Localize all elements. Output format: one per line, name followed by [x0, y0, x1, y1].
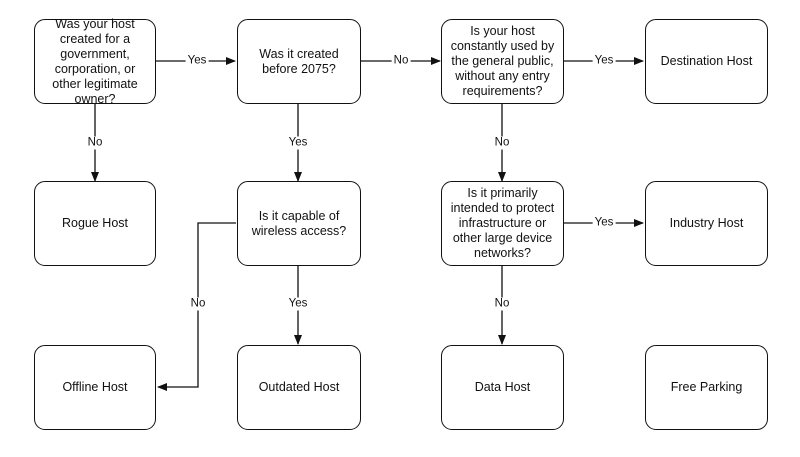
result-data-host: Data Host — [441, 345, 564, 430]
decision-protect: Is it primarily intended to protect infr… — [441, 181, 564, 266]
result-offline-host: Offline Host — [34, 345, 156, 430]
decision-owner: Was your host created for a government, … — [34, 16, 156, 106]
decision-public-text: Is your host constantly used by the gene… — [450, 24, 555, 98]
decision-wireless-text: Is it capable of wireless access? — [251, 208, 347, 238]
edge-label-protect-yes: Yes — [592, 216, 616, 230]
result-rogue-host-text: Rogue Host — [61, 216, 128, 230]
decision-owner-text: Was your host created for a government, … — [52, 16, 138, 106]
result-data-host-text: Data Host — [474, 380, 531, 394]
edge-label-protect-no: No — [492, 297, 512, 311]
result-offline-host-text: Offline Host — [62, 380, 128, 394]
edge-label-wireless-no: No — [188, 297, 208, 311]
decision-public: Is your host constantly used by the gene… — [441, 19, 564, 104]
result-industry-host-text: Industry Host — [669, 216, 744, 230]
result-rogue-host: Rogue Host — [34, 181, 156, 266]
result-destination-host: Destination Host — [645, 19, 768, 104]
result-industry-host: Industry Host — [645, 181, 768, 266]
result-outdated-host-text: Outdated Host — [258, 380, 340, 394]
decision-protect-text: Is it primarily intended to protect infr… — [450, 186, 555, 260]
edge-label-before-no: No — [391, 54, 411, 68]
result-destination-host-text: Destination Host — [660, 54, 753, 68]
edge-label-owner-no: No — [85, 136, 105, 150]
decision-wireless: Is it capable of wireless access? — [237, 181, 361, 266]
result-free-parking-text: Free Parking — [670, 380, 743, 394]
result-free-parking: Free Parking — [645, 345, 768, 430]
decision-before-2075-text: Was it created before 2075? — [259, 46, 339, 76]
edge-label-before-yes: Yes — [286, 136, 310, 150]
edge-label-wireless-yes: Yes — [286, 297, 310, 311]
edge-label-owner-yes: Yes — [185, 54, 209, 68]
edge-label-public-yes: Yes — [592, 54, 616, 68]
result-outdated-host: Outdated Host — [237, 345, 361, 430]
edge-label-public-no: No — [492, 136, 512, 150]
decision-before-2075: Was it created before 2075? — [237, 19, 361, 104]
